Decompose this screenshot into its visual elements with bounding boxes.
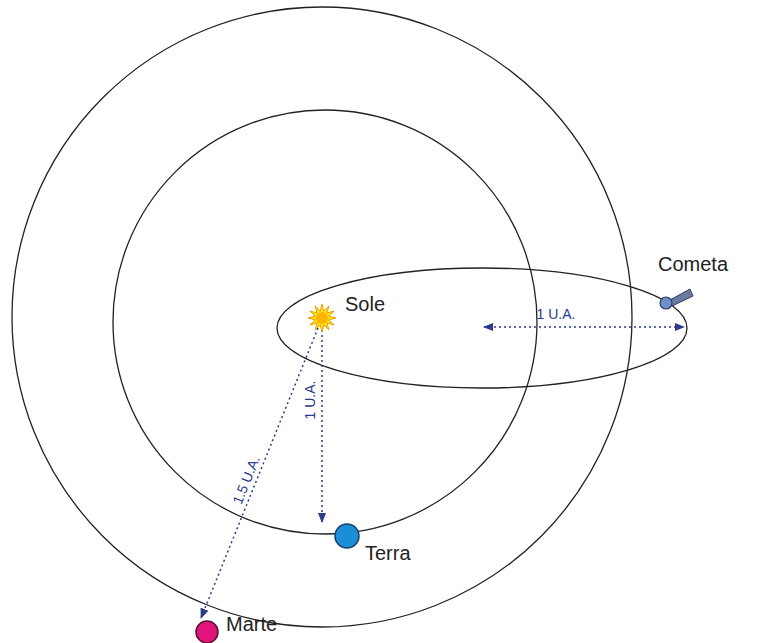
earth-distance-arrow — [321, 330, 323, 522]
mars-planet — [196, 621, 218, 643]
comet-orbit — [277, 268, 687, 388]
comet-distance-arrow — [484, 326, 684, 328]
distance-label: 1 U.A. — [303, 381, 317, 420]
distance-label: 1 U.A. — [537, 307, 576, 321]
comet-nucleus — [660, 297, 672, 309]
sun-symbol — [308, 304, 336, 332]
earth-planet — [335, 524, 359, 548]
distance-label: 1.5 U.A. — [230, 454, 262, 506]
mars-label: Marte — [226, 614, 277, 634]
mars-distance-arrow — [201, 328, 318, 618]
sun-label: Sole — [345, 294, 385, 314]
comet-label: Cometa — [658, 254, 728, 274]
mars-orbit — [12, 7, 632, 627]
comet-tail — [670, 289, 693, 306]
earth-label: Terra — [365, 543, 411, 563]
earth-orbit — [113, 110, 537, 534]
